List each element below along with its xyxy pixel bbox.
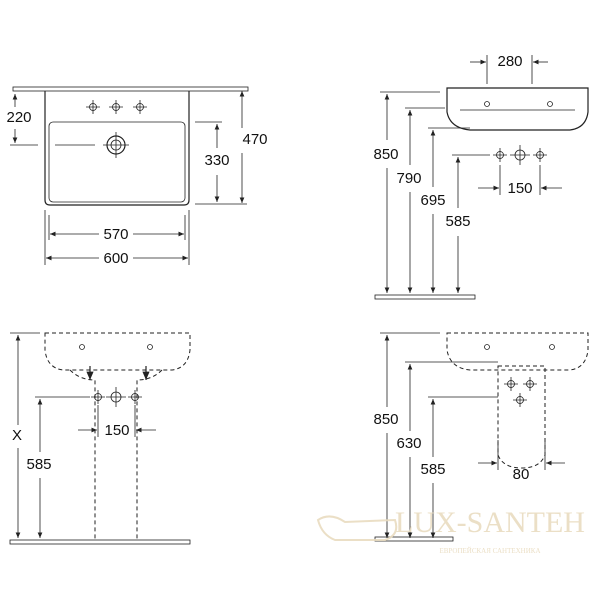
dim-330: 330 (204, 152, 229, 169)
dim-695: 695 (420, 192, 445, 209)
dim-585-side: 585 (445, 213, 470, 230)
dim-600: 600 (103, 250, 128, 267)
wall-strip (12, 86, 249, 92)
floor-strip (374, 294, 476, 300)
dim-790: 790 (396, 170, 421, 187)
tap-hole-icon (492, 145, 548, 165)
basin-profile (446, 87, 589, 131)
dim-280: 280 (497, 53, 522, 70)
side-view: 280 850 790 695 585 150 (373, 53, 589, 300)
dim-470: 470 (242, 131, 267, 148)
dim-80: 80 (513, 466, 530, 483)
drain-icon (103, 132, 129, 158)
tap-hole-icon (503, 376, 538, 408)
basin-outline (44, 91, 190, 206)
tap-hole-icon (85, 99, 148, 115)
dim-150-front: 150 (104, 422, 129, 439)
basin-bowl (48, 121, 186, 203)
watermark-brand: LUX-SANTEH (395, 506, 585, 539)
dim-585-front: 585 (26, 456, 51, 473)
dim-585-pedestal: 585 (420, 461, 445, 478)
dim-850-pedestal: 850 (373, 411, 398, 428)
tap-hole-icon (90, 387, 143, 407)
dim-850: 850 (373, 146, 398, 163)
dim-220: 220 (6, 109, 31, 126)
watermark-logo: LUX-SANTEH ЕВРОПЕЙСКАЯ САНТЕХНИКА (316, 506, 585, 555)
dim-x: X (12, 427, 22, 444)
dim-630: 630 (396, 435, 421, 452)
pedestal-front-view: X 585 150 (9, 332, 191, 545)
dim-150-side: 150 (507, 180, 532, 197)
top-view: 220 330 470 570 600 (6, 86, 268, 267)
watermark-tagline: ЕВРОПЕЙСКАЯ САНТЕХНИКА (439, 547, 540, 555)
pedestal-side-view: 850 630 585 80 (373, 332, 589, 542)
bathtub-icon (316, 515, 398, 541)
floor-strip (9, 539, 191, 545)
dim-570: 570 (103, 226, 128, 243)
